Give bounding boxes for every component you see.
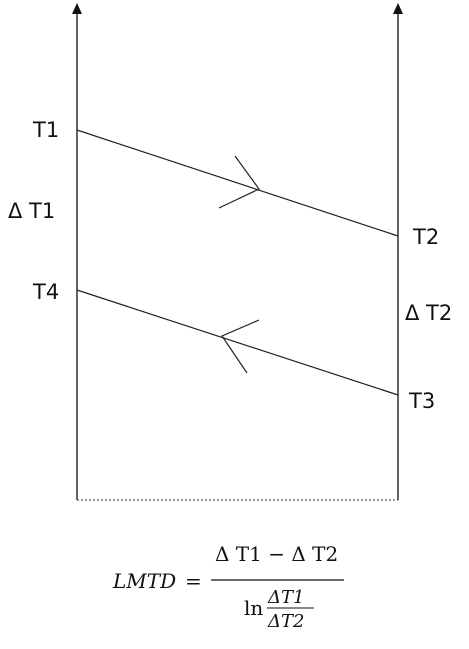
cold-stream-line — [76, 289, 399, 396]
label-t3: T3 — [408, 389, 435, 413]
label-t1: T1 — [32, 118, 59, 142]
hot-stream-line — [76, 129, 399, 237]
left-axis-arrow-icon — [72, 3, 82, 14]
formula-numerator: Δ T1 − Δ T2 — [215, 542, 338, 566]
label-t4: T4 — [32, 280, 59, 304]
label-delta-t2: Δ T2 — [405, 301, 452, 325]
formula-lhs: LMTD — [112, 569, 176, 593]
formula-inner-numerator: ΔT1 — [267, 587, 304, 608]
right-axis-arrow-icon — [393, 3, 403, 14]
hot-stream-arrow-icon — [218, 155, 260, 209]
formula-inner-denominator: ΔT2 — [267, 611, 304, 632]
label-t2: T2 — [412, 225, 439, 249]
formula-equals: = — [185, 569, 202, 593]
lmtd-formula: LMTD = Δ T1 − Δ T2 ln ΔT1 ΔT2 — [112, 542, 344, 632]
formula-ln: ln — [244, 596, 263, 620]
label-delta-t1: Δ T1 — [8, 199, 55, 223]
cold-stream-arrow-icon — [221, 319, 260, 374]
